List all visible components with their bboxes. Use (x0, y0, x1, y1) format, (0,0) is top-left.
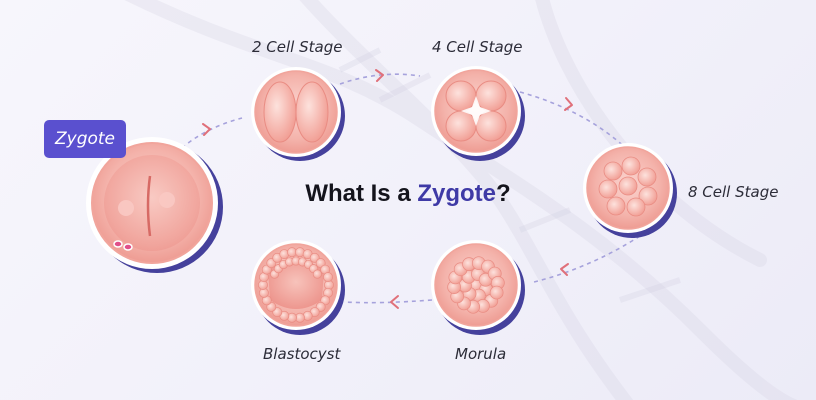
arrow-8cell-to-morula (560, 263, 569, 276)
two-cell-stage-label: 2 Cell Stage (252, 38, 343, 56)
two-cell-stage-cell (251, 67, 345, 161)
cell-blob (323, 272, 333, 283)
blastocyst-cell (251, 240, 345, 335)
title-highlight: Zygote (417, 180, 497, 207)
arrow-4cell-to-8cell (564, 97, 573, 111)
cell-blob (489, 285, 504, 300)
stage-arrows (202, 69, 573, 309)
arrow-2cell-to-4cell (375, 69, 384, 82)
title-suffix: ? (496, 180, 511, 207)
eight-cell-stage-label: 8 Cell Stage (688, 183, 779, 201)
zygote-label-badge: Zygote (44, 120, 126, 158)
page-title: What Is a Zygote? (0, 180, 816, 208)
zygote-label: Zygote (54, 129, 116, 149)
arrow-morula-to-blastocyst (390, 295, 399, 309)
title-prefix: What Is a (305, 180, 418, 207)
cell-blob (312, 269, 322, 279)
blastocyst-label: Blastocyst (263, 345, 341, 363)
morula-cell (431, 240, 525, 335)
four-cell-stage-label: 4 Cell Stage (432, 38, 523, 56)
morula-blastomeres (447, 256, 505, 314)
eight-cell-stage-cell (583, 143, 677, 238)
arrow-zygote-to-2cell (202, 123, 211, 136)
four-cell-stage-cell (431, 66, 525, 161)
morula-label: Morula (455, 345, 507, 363)
blastocyst-cells (258, 247, 334, 323)
stage-cycle-path (181, 73, 641, 304)
zygote-cell (86, 137, 223, 273)
